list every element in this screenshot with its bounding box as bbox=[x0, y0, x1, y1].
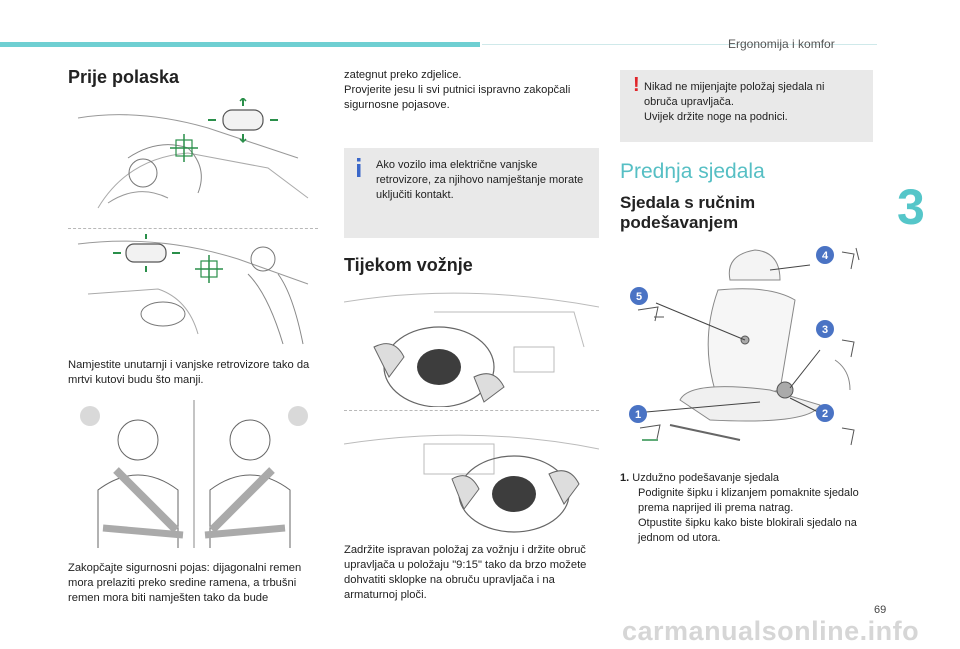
steering-position-illustration-top bbox=[344, 287, 599, 407]
watermark: carmanualsonline.info bbox=[622, 616, 920, 646]
warning-note-box: ! Nikad ne mijenjajte položaj sjedala ni… bbox=[620, 70, 873, 142]
list-item-text: Otpustite šipku kako biste blokirali sje… bbox=[638, 517, 857, 544]
driving-instruction-text: Zadržite ispravan položaj za vožnju i dr… bbox=[344, 544, 587, 601]
item-number: 1. bbox=[620, 472, 630, 484]
list-item-title: 1. Uzdužno podešavanje sjedala bbox=[620, 471, 860, 486]
heading-before-departure: Prije polaska bbox=[68, 67, 180, 87]
seatbelt-illustration bbox=[68, 400, 320, 548]
seat-adjustment-illustration: 4 5 3 1 2 bbox=[620, 240, 875, 452]
seatbelt-instruction-text: Zakopčajte sigurnosni pojas: dijagonalni… bbox=[68, 562, 302, 604]
info-note-box: Ako vozilo ima električne vanjske retrov… bbox=[344, 148, 599, 238]
steering-position-illustration-bottom bbox=[344, 414, 599, 534]
warning-line-2: Uvijek držite noge na podnici. bbox=[644, 111, 788, 123]
section-title: Ergonomija i komfor bbox=[728, 37, 835, 51]
seat-adjustment-list: 1. Uzdužno podešavanje sjedala Podignite… bbox=[620, 471, 860, 546]
subsection-title-manual-seats: Sjedala s ručnim podešavanjem bbox=[620, 193, 756, 232]
page-number: 69 bbox=[874, 604, 887, 616]
chapter-number: 3 bbox=[897, 179, 925, 235]
seat-label-4: 4 bbox=[822, 250, 829, 262]
list-item: Otpustite šipku kako biste blokirali sje… bbox=[620, 516, 860, 546]
figure-separator-2 bbox=[344, 410, 599, 411]
warning-icon: ! bbox=[633, 74, 640, 96]
warning-line-1: Nikad ne mijenjajte položaj sjedala ni o… bbox=[644, 81, 825, 108]
seat-label-1: 1 bbox=[635, 409, 641, 421]
list-item-text: Podignite šipku i klizanjem pomaknite sj… bbox=[638, 487, 859, 514]
seat-label-3: 3 bbox=[822, 324, 828, 336]
mirror-adjust-illustration-bottom bbox=[68, 234, 318, 349]
info-note-text: Ako vozilo ima električne vanjske retrov… bbox=[376, 159, 584, 201]
section-title-front-seats: Prednja sjedala bbox=[620, 160, 765, 183]
mirror-instruction-text: Namjestite unutarnji i vanjske retrovizo… bbox=[68, 359, 310, 386]
info-icon bbox=[356, 158, 361, 177]
header-accent-bar bbox=[0, 42, 480, 47]
item-title: Uzdužno podešavanje sjedala bbox=[632, 472, 780, 484]
seat-label-2: 2 bbox=[822, 408, 828, 420]
list-item: Podignite šipku i klizanjem pomaknite sj… bbox=[620, 486, 860, 516]
seat-label-5: 5 bbox=[636, 291, 642, 303]
belt-continuation-text: zategnut preko zdjelice. Provjerite jesu… bbox=[344, 69, 571, 111]
header-divider bbox=[482, 44, 877, 45]
figure-separator bbox=[68, 228, 318, 229]
heading-while-driving: Tijekom vožnje bbox=[344, 255, 473, 275]
mirror-adjust-illustration-top bbox=[68, 98, 318, 223]
